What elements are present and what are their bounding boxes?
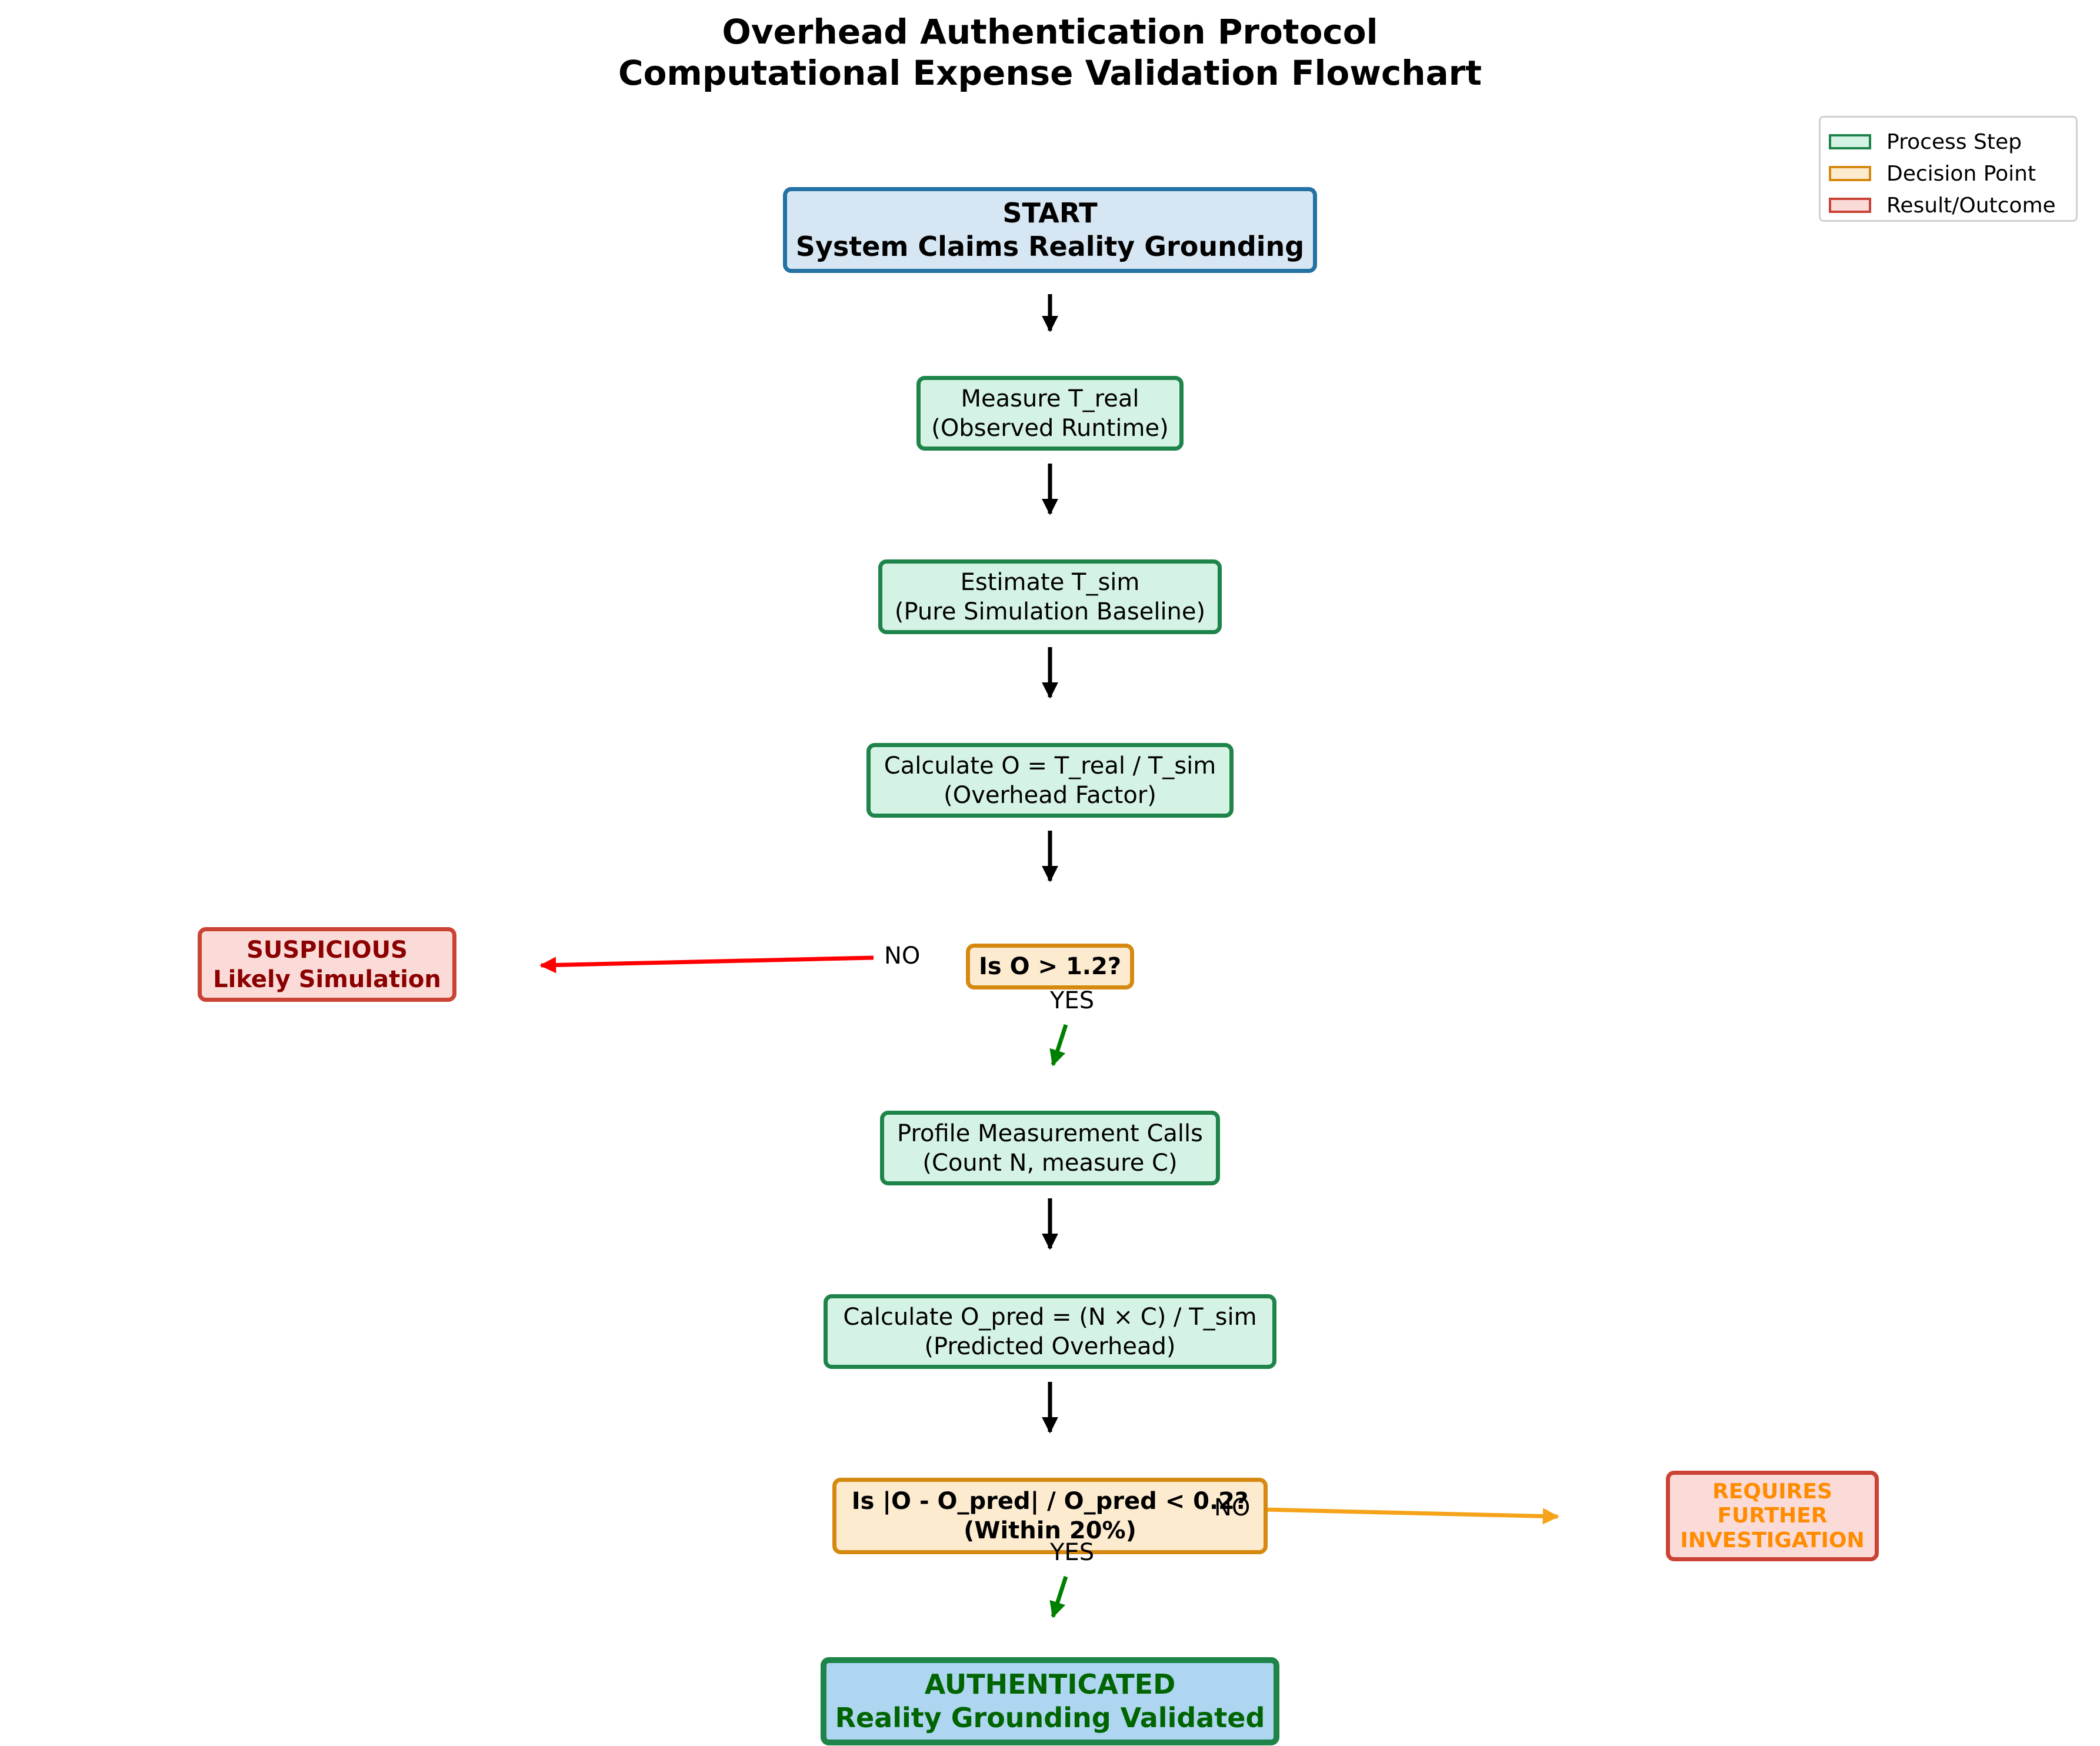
- legend-item-result: Result/Outcome: [1829, 189, 2076, 221]
- calc-o-node-line1: Calculate O = T_real / T_sim: [884, 752, 1216, 779]
- arrow-decision1-no: [539, 955, 874, 974]
- estimate-node-line1: Estimate T_sim: [960, 568, 1140, 596]
- start-node-line2: System Claims Reality Grounding: [795, 231, 1305, 262]
- measure-node-line2: (Observed Runtime): [931, 414, 1169, 442]
- calc-pred-node-line2: (Predicted Overhead): [924, 1332, 1176, 1360]
- suspicious-node: SUSPICIOUS Likely Simulation: [198, 927, 456, 1002]
- profile-node-line1: Profile Measurement Calls: [897, 1119, 1203, 1147]
- estimate-node: Estimate T_sim (Pure Simulation Baseline…: [878, 559, 1222, 634]
- investigate-node: REQUIRES FURTHER INVESTIGATION: [1666, 1471, 1879, 1561]
- profile-node-line2: (Count N, measure C): [922, 1149, 1178, 1177]
- arrow-decision2-yes: [1049, 1575, 1068, 1618]
- decision2-node-line2: (Within 20%): [964, 1517, 1136, 1544]
- legend-swatch-decision: [1829, 166, 1871, 181]
- legend-swatch-process: [1829, 134, 1871, 149]
- profile-node: Profile Measurement Calls (Count N, meas…: [880, 1111, 1220, 1185]
- authenticated-node-line1: AUTHENTICATED: [924, 1668, 1176, 1700]
- suspicious-node-line1: SUSPICIOUS: [246, 936, 408, 964]
- suspicious-node-line2: Likely Simulation: [213, 965, 441, 993]
- edge-label-d1-no: NO: [884, 942, 921, 969]
- legend-label-result: Result/Outcome: [1886, 193, 2056, 218]
- chart-title-line1: Overhead Authentication Protocol: [722, 12, 1378, 52]
- measure-node: Measure T_real (Observed Runtime): [916, 376, 1184, 451]
- chart-title-line2: Computational Expense Validation Flowcha…: [618, 53, 1482, 93]
- investigate-node-line1: REQUIRES: [1712, 1479, 1832, 1504]
- arrow-decision2-no: [1262, 1507, 1559, 1525]
- edge-label-d2-yes: YES: [1050, 1539, 1095, 1566]
- calc-pred-node: Calculate O_pred = (N × C) / T_sim (Pred…: [824, 1294, 1276, 1369]
- start-node: START System Claims Reality Grounding: [783, 187, 1317, 273]
- legend-label-decision: Decision Point: [1886, 161, 2036, 186]
- legend-item-decision: Decision Point: [1829, 158, 2076, 189]
- decision1-node-line1: Is O > 1.2?: [978, 953, 1122, 980]
- legend: Process Step Decision Point Result/Outco…: [1819, 116, 2078, 222]
- authenticated-node-line2: Reality Grounding Validated: [835, 1702, 1265, 1734]
- decision2-node: Is |O - O_pred| / O_pred < 0.2? (Within …: [832, 1478, 1268, 1554]
- decision1-node: Is O > 1.2?: [966, 944, 1134, 989]
- legend-swatch-result: [1829, 198, 1871, 213]
- investigate-node-line3: INVESTIGATION: [1680, 1528, 1865, 1552]
- arrow-decision1-yes: [1049, 1024, 1068, 1067]
- legend-label-process: Process Step: [1886, 129, 2022, 154]
- estimate-node-line2: (Pure Simulation Baseline): [894, 598, 1206, 625]
- calc-pred-node-line1: Calculate O_pred = (N × C) / T_sim: [843, 1303, 1257, 1331]
- measure-node-line1: Measure T_real: [961, 385, 1139, 412]
- calc-o-node-line2: (Overhead Factor): [944, 781, 1156, 809]
- legend-item-process: Process Step: [1829, 126, 2076, 158]
- edge-label-d1-yes: YES: [1050, 987, 1095, 1014]
- edge-label-d2-no: NO: [1214, 1494, 1251, 1521]
- calc-o-node: Calculate O = T_real / T_sim (Overhead F…: [866, 743, 1234, 818]
- decision2-node-line1: Is |O - O_pred| / O_pred < 0.2?: [851, 1488, 1249, 1515]
- investigate-node-line2: FURTHER: [1717, 1504, 1828, 1528]
- authenticated-node: AUTHENTICATED Reality Grounding Validate…: [821, 1657, 1279, 1745]
- start-node-line1: START: [1002, 196, 1098, 229]
